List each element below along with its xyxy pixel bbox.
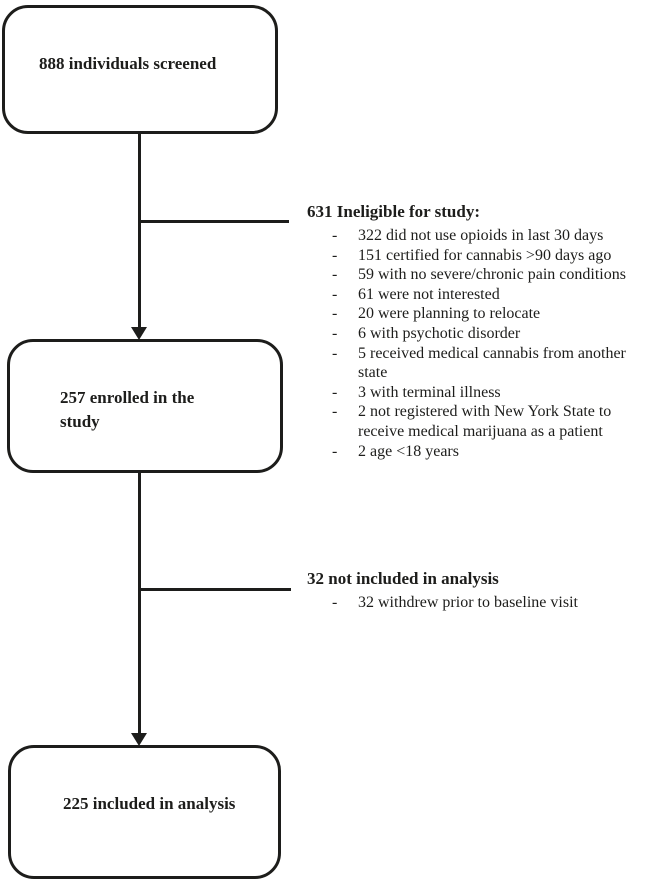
branch-not-included: 32 not included in analysis 32 withdrew … <box>307 568 656 613</box>
arrowhead-down-icon-1 <box>131 327 147 340</box>
arrowhead-down-icon-2 <box>131 733 147 746</box>
list-item: 151 certified for cannabis >90 days ago <box>307 246 656 266</box>
dash-bullet <box>332 226 358 246</box>
dash-bullet <box>332 285 358 305</box>
list-item: 322 did not use opioids in last 30 days <box>307 226 656 246</box>
dash-bullet <box>332 402 358 441</box>
connector-vertical-1 <box>138 134 141 328</box>
dash-bullet <box>332 304 358 324</box>
list-item: 32 withdrew prior to baseline visit <box>307 593 656 613</box>
connector-vertical-2 <box>138 473 141 734</box>
list-item: 2 age <18 years <box>307 442 656 462</box>
branch-ineligible: 631 Ineligible for study: 322 did not us… <box>307 201 656 461</box>
dash-bullet <box>332 344 358 383</box>
list-item: 20 were planning to relocate <box>307 304 656 324</box>
flow-box-screened-label: 888 individuals screened <box>39 54 217 73</box>
flow-box-enrolled-label: 257 enrolled in the study <box>60 388 195 431</box>
flow-box-analyzed-label: 225 included in analysis <box>63 794 236 813</box>
list-item: 61 were not interested <box>307 285 656 305</box>
dash-bullet <box>332 265 358 285</box>
dash-bullet <box>332 593 358 613</box>
dash-bullet <box>332 442 358 462</box>
list-item: 5 received medical cannabis from another… <box>307 344 656 383</box>
branch-not-included-title: 32 not included in analysis <box>307 569 499 588</box>
flow-box-enrolled: 257 enrolled in the study <box>7 339 283 473</box>
dash-bullet <box>332 383 358 403</box>
dash-bullet <box>332 246 358 266</box>
branch-ineligible-title: 631 Ineligible for study: <box>307 202 481 221</box>
flow-box-screened: 888 individuals screened <box>2 5 278 134</box>
dash-bullet <box>332 324 358 344</box>
list-item: 6 with psychotic disorder <box>307 324 656 344</box>
flow-box-analyzed: 225 included in analysis <box>8 745 281 879</box>
connector-branch-2 <box>141 588 291 591</box>
list-item: 59 with no severe/chronic pain condition… <box>307 265 656 285</box>
list-item: 3 with terminal illness <box>307 383 656 403</box>
connector-branch-1 <box>141 220 289 223</box>
list-item: 2 not registered with New York State to … <box>307 402 656 441</box>
